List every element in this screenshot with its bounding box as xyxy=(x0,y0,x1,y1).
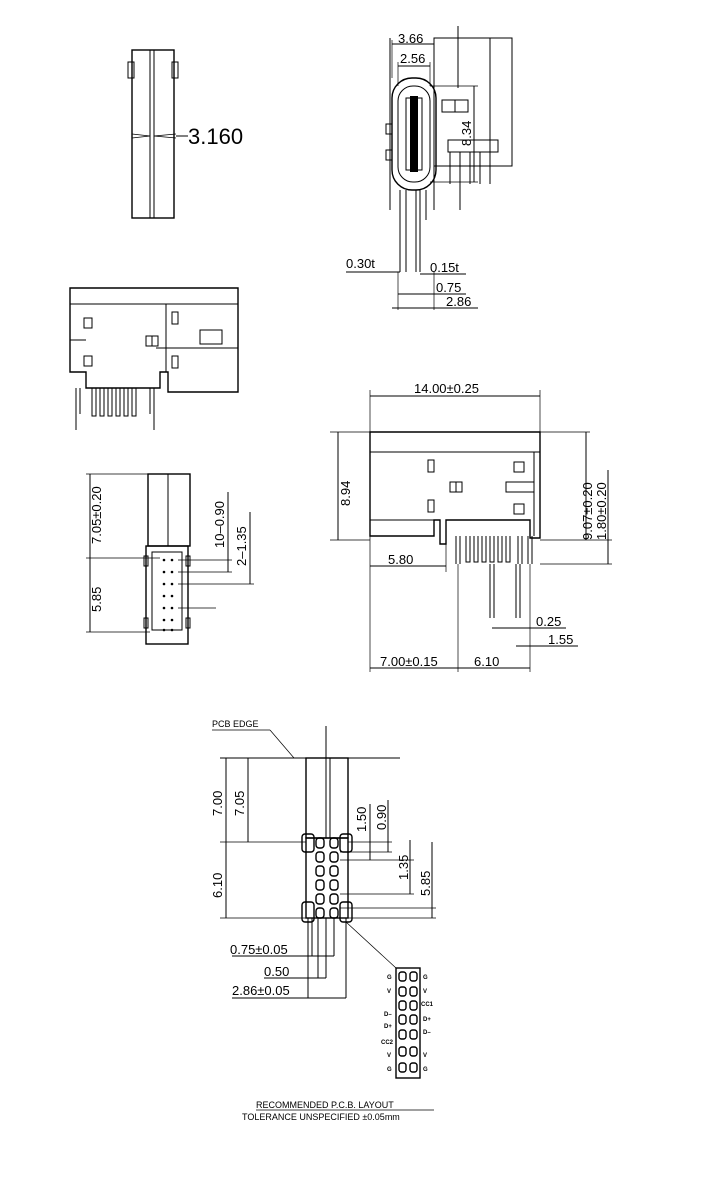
pin-left-4: D+ xyxy=(384,1024,392,1030)
pcb-dim-075-label: 0.75±0.05 xyxy=(230,942,288,957)
dim-030t-label: 0.30t xyxy=(346,256,375,271)
pcb-dim-585-label: 5.85 xyxy=(418,871,433,896)
pcb-dim-050-label: 0.50 xyxy=(264,964,289,979)
end-view: 3.66 2.56 8.34 0.30t 0.15t 0.75 2.86 xyxy=(346,26,513,310)
pcb-tolerance-note: TOLERANCE UNSPECIFIED ±0.05mm xyxy=(242,1112,400,1122)
pin-right-5: D– xyxy=(423,1030,431,1036)
pin-right-1: G xyxy=(423,975,428,981)
bottom-view: 7.05±0.20 5.85 10–0.90 2–1.35 xyxy=(86,473,254,645)
pcb-dim-090-label: 0.90 xyxy=(374,805,389,830)
pcb-dim-150-label: 1.50 xyxy=(354,807,369,832)
dim-1090-label: 10–0.90 xyxy=(212,501,227,548)
pcb-dim-700-label: 7.00 xyxy=(210,791,225,816)
dim-610-label: 6.10 xyxy=(474,654,499,669)
dim-366-label: 3.66 xyxy=(398,31,423,46)
top-width-view: 3.160 xyxy=(127,49,243,219)
dim-894-label: 8.94 xyxy=(338,481,353,506)
dim-075-label: 0.75 xyxy=(436,280,461,295)
dim-907-label: 9.07±0.20 xyxy=(580,482,595,540)
dim-015t-label: 0.15t xyxy=(430,260,459,275)
pin-right-4: D+ xyxy=(423,1017,431,1023)
pcb-pad-grid xyxy=(315,837,339,919)
bottom-view-pins xyxy=(162,558,174,632)
pcb-layout-title: RECOMMENDED P.C.B. LAYOUT xyxy=(256,1100,394,1110)
pin-right-2: V xyxy=(423,989,427,995)
dim-3160-label: 3.160 xyxy=(188,124,243,149)
pcb-layout: PCB EDGE xyxy=(210,719,436,1122)
pcb-dim-135-label: 1.35 xyxy=(396,855,411,880)
pin-right-6: V xyxy=(423,1053,427,1059)
dim-155-label: 1.55 xyxy=(548,632,573,647)
pin-map-pads xyxy=(398,971,418,1073)
pin-right-3: CC1 xyxy=(421,1002,434,1008)
pcb-dim-286-label: 2.86±0.05 xyxy=(232,983,290,998)
dim-025-label: 0.25 xyxy=(536,614,561,629)
pin-left-1: G xyxy=(387,975,392,981)
dim-700-label: 7.00±0.15 xyxy=(380,654,438,669)
pin-map: G V D– D+ CC2 V G G V CC1 D+ D– V G xyxy=(381,967,434,1079)
left-side-view xyxy=(69,287,239,430)
pin-right-7: G xyxy=(423,1067,428,1073)
pin-left-5: CC2 xyxy=(381,1040,394,1046)
dim-585-label: 5.85 xyxy=(89,587,104,612)
dim-180-label: 1.80±0.20 xyxy=(594,482,609,540)
dim-256-label: 2.56 xyxy=(400,51,425,66)
pcb-dim-705-label: 7.05 xyxy=(232,791,247,816)
pin-left-7: G xyxy=(387,1067,392,1073)
dim-580-label: 5.80 xyxy=(388,552,413,567)
dim-286-label: 2.86 xyxy=(446,294,471,309)
dim-2135-label: 2–1.35 xyxy=(234,526,249,566)
pcb-edge-label: PCB EDGE xyxy=(212,719,259,729)
main-side-view: 14.00±0.25 8.94 9.07±0.20 1.80±0.20 5.80… xyxy=(330,381,612,672)
pcb-dim-610-label: 6.10 xyxy=(210,873,225,898)
dim-834-label: 8.34 xyxy=(459,121,474,146)
dim-705-label: 7.05±0.20 xyxy=(89,486,104,544)
pin-left-2: V xyxy=(387,989,391,995)
pin-left-3: D– xyxy=(384,1012,392,1018)
dim-1400-label: 14.00±0.25 xyxy=(414,381,479,396)
pin-left-6: V xyxy=(387,1053,391,1059)
